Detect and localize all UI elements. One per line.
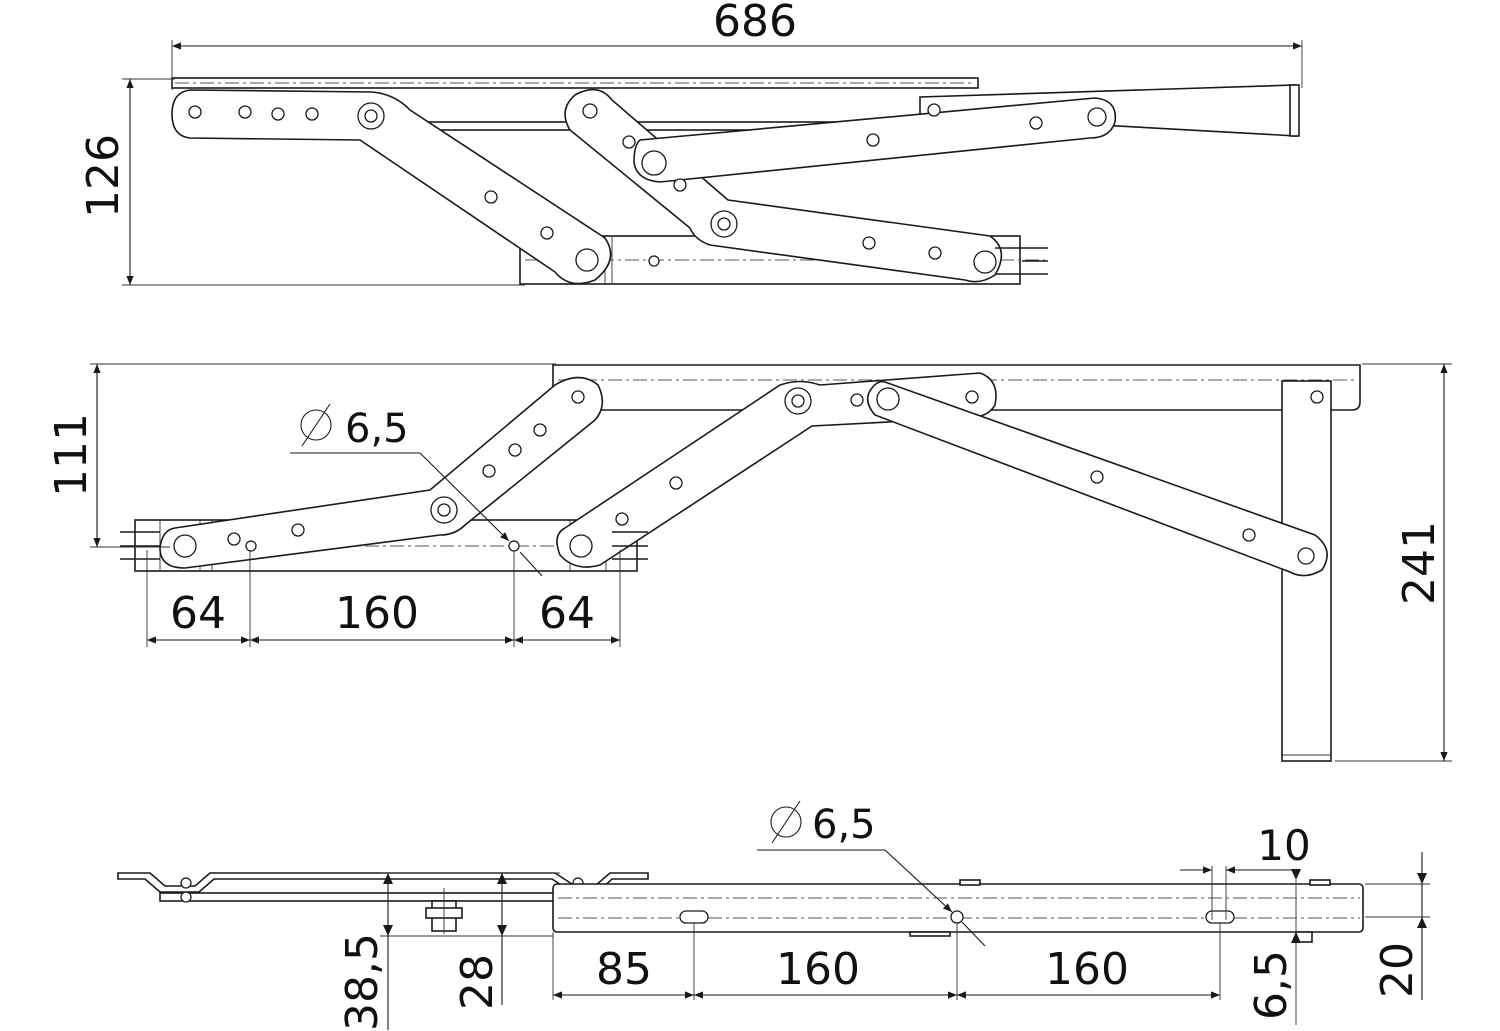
dim-126-label: 126 [78,134,129,218]
side-arm-b [556,372,997,568]
bottom-hole-leader [884,849,953,913]
bottom-diameter-icon [770,800,802,844]
dim-20-label: 20 [1372,942,1423,998]
dim-38-5-label: 38,5 [337,933,388,1031]
bottom-view: 6,5 10 85 160 160 38,5 28 6,5 [117,800,1430,1031]
side-spacing-1: 64 [170,588,226,639]
side-arm-a [159,376,604,569]
bottom-main-bar [552,883,1364,933]
bottom-spacing-1: 85 [596,944,652,995]
side-diameter-icon [300,403,332,447]
bottom-hole-label: 6,5 [812,802,876,848]
side-spacing-3: 64 [539,588,595,639]
bottom-slot-left [679,910,709,924]
dim-6-5-label: 6,5 [1246,950,1297,1020]
dim-28-label: 28 [452,954,503,1010]
side-view: 111 241 6,5 64 160 64 [46,363,1452,762]
dim-111-label: 111 [46,413,97,497]
side-spacing-2: 160 [335,588,419,639]
bottom-spacing-3: 160 [1045,944,1129,995]
top-holes [188,102,1107,274]
bottom-slot-right [1205,910,1235,924]
bottom-spacing-2: 160 [776,944,860,995]
side-hole-leader [419,452,510,542]
bottom-mount-plate [117,872,649,893]
top-view: 686 126 [78,0,1303,286]
top-arm-2 [564,88,1003,283]
bottom-slot-width: 10 [1257,821,1310,870]
dim-686-label: 686 [713,0,797,47]
dim-241-label: 241 [1394,521,1445,605]
side-hole-label: 6,5 [345,406,409,452]
bottom-hole-center [950,910,964,924]
top-arm-1 [171,89,612,285]
